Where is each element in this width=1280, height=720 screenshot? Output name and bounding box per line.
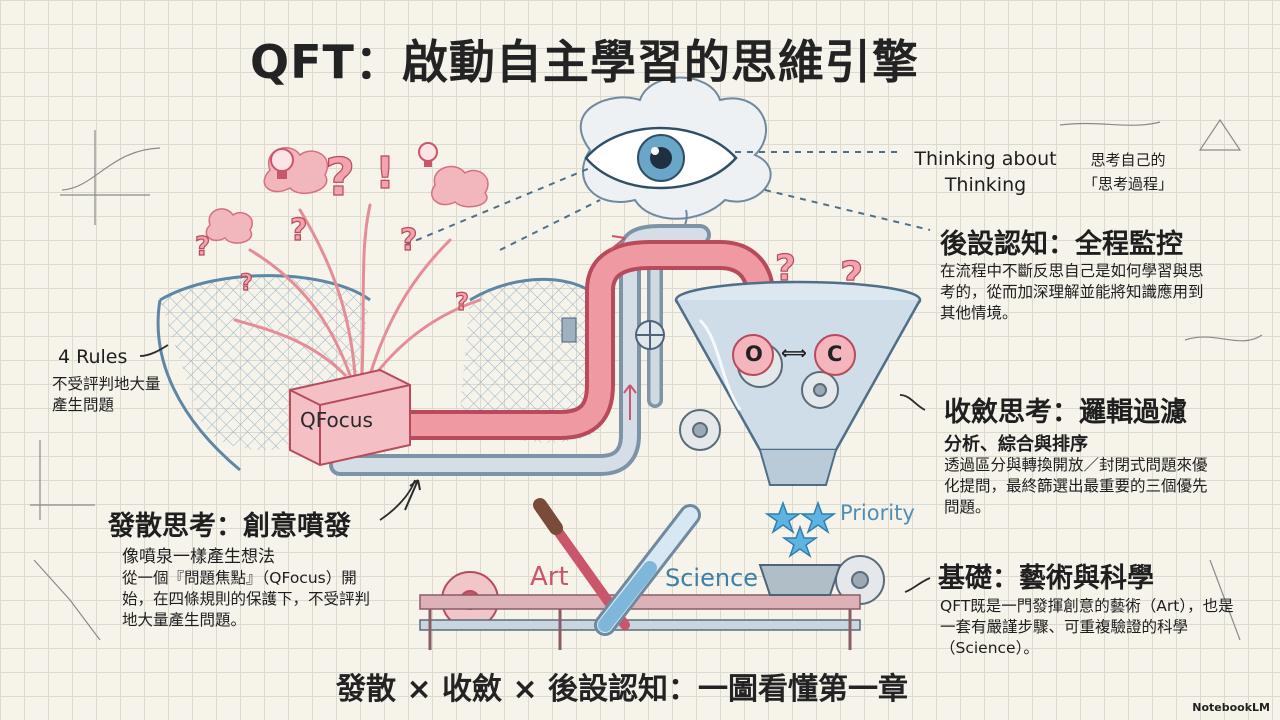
rules-title: 4 Rules: [58, 346, 127, 368]
metacognition-body: 在流程中不斷反思自己是如何學習與思考的，從而加深理解並能將知識應用到其他情境。: [940, 261, 1215, 324]
open-question-letter: O: [745, 342, 763, 366]
art-label: Art: [530, 562, 569, 592]
qfocus-label: QFocus: [300, 408, 373, 432]
page-title: QFT：啟動自主學習的思維引擎: [250, 26, 919, 92]
thinking-about-thinking-en: Thinking about Thinking: [908, 146, 1063, 198]
svg-text:?: ?: [325, 148, 355, 208]
footer-caption: 發散 × 收斂 × 後設認知：一圖看懂第一章: [336, 664, 908, 708]
svg-text:?: ?: [400, 223, 417, 258]
closed-question-letter: C: [827, 342, 842, 366]
science-label: Science: [665, 564, 758, 592]
svg-text:?: ?: [195, 232, 210, 262]
priority-label: Priority: [840, 501, 915, 525]
divergent-heading: 發散思考：創意噴發: [108, 504, 351, 543]
divergent-line1: 像噴泉一樣產生想法: [122, 542, 275, 567]
divergent-body: 從一個『問題焦點』（QFocus）開始，在四條規則的保護下，不受評判地大量產生問…: [122, 568, 372, 631]
open-closed-arrow: ⟺: [781, 343, 807, 364]
thinking-about-thinking-zh: 思考自己的「思考過程」: [1078, 148, 1178, 196]
convergent-subheading: 分析、綜合與排序: [944, 430, 1088, 456]
foundation-heading: 基礎：藝術與科學: [938, 556, 1154, 595]
foundation-body: QFT既是一門發揮創意的藝術（Art），也是一套有嚴謹步驟、可重複驗證的科學（S…: [940, 596, 1240, 659]
star-icon: [767, 503, 834, 556]
svg-text:?: ?: [455, 288, 469, 316]
convergent-heading: 收斂思考：邏輯過濾: [944, 390, 1187, 429]
svg-text:!: !: [375, 148, 395, 199]
rules-body: 不受評判地大量產生問題: [52, 374, 172, 416]
convergent-body: 透過區分與轉換開放／封閉式問題來優化提問，最終篩選出最重要的三個優先問題。: [944, 455, 1212, 518]
metacognition-heading: 後設認知：全程監控: [940, 222, 1183, 261]
svg-text:?: ?: [240, 271, 253, 296]
funnel: [676, 282, 920, 485]
notebooklm-logo: NotebookLM: [1192, 701, 1270, 714]
svg-text:?: ?: [290, 213, 307, 248]
